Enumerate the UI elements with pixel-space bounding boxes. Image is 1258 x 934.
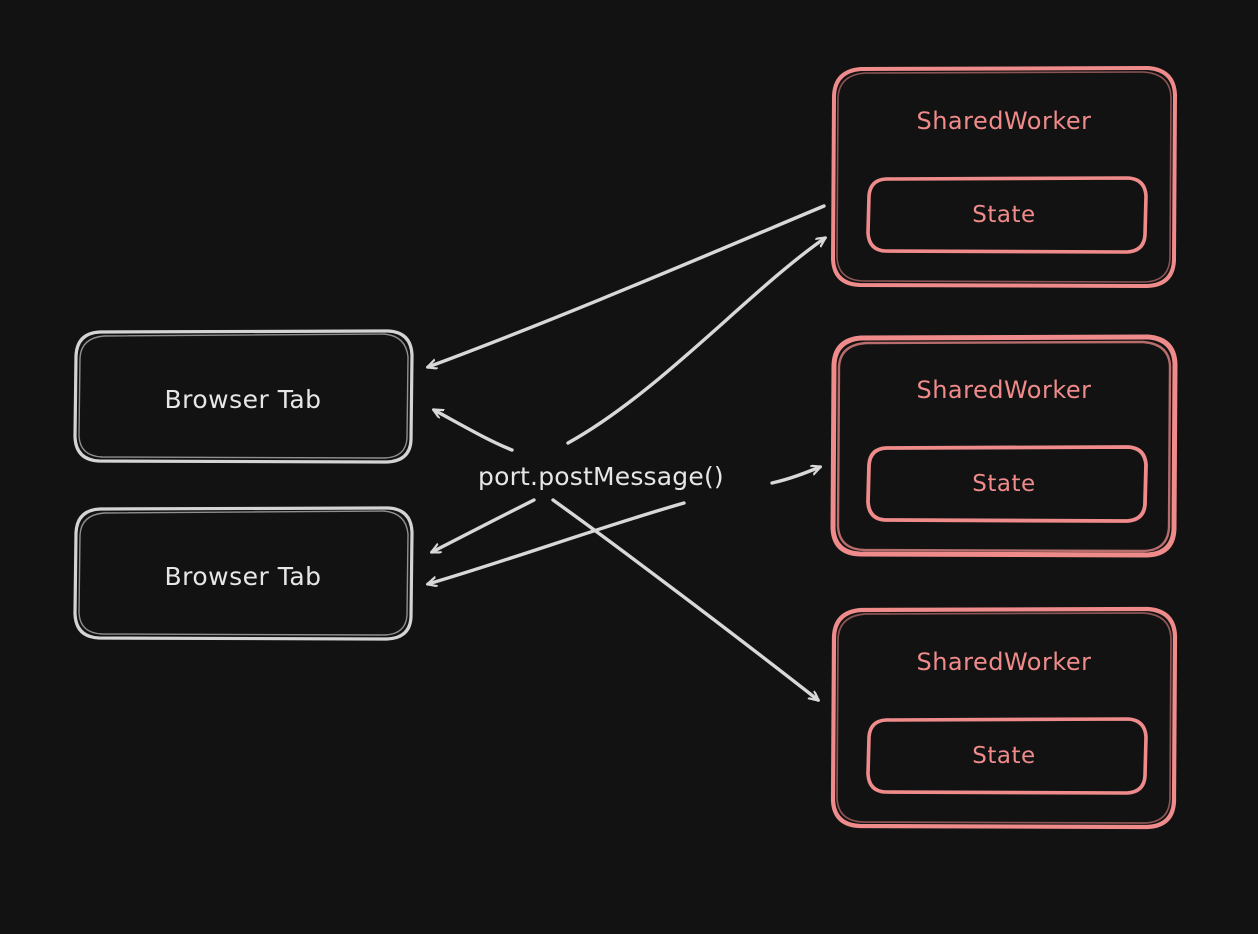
shared-worker-3[interactable]: SharedWorker State	[833, 609, 1175, 828]
shared-worker-3-label: SharedWorker	[916, 648, 1092, 676]
shared-worker-1-outline	[830, 65, 1178, 289]
browser-tab-1-outline	[73, 329, 414, 464]
shared-worker-3-outline	[830, 606, 1178, 830]
edge-hub-to-tab1	[434, 408, 514, 452]
edge-hub-to-worker1	[566, 236, 825, 445]
edge-hub-to-worker2	[770, 467, 820, 485]
shared-worker-2[interactable]: SharedWorker State	[833, 337, 1175, 556]
edge-hub-to-tab2-upper	[432, 498, 536, 554]
shared-worker-1[interactable]: SharedWorker State	[833, 68, 1175, 287]
shared-worker-3-state-label: State	[972, 743, 1036, 769]
edge-worker3-to-tab2	[428, 501, 686, 584]
browser-tab-1[interactable]: Browser Tab	[74, 331, 412, 463]
browser-tab-2-outline	[73, 506, 414, 641]
shared-worker-1-state-label: State	[972, 202, 1036, 228]
shared-worker-2-label: SharedWorker	[916, 376, 1092, 404]
shared-worker-2-state-label: State	[972, 471, 1036, 497]
edge-hub-to-worker3	[551, 498, 818, 700]
browser-tab-1-label: Browser Tab	[164, 385, 322, 414]
shared-worker-1-label: SharedWorker	[916, 107, 1092, 135]
port-post-message-label: port.postMessage()	[478, 462, 724, 491]
browser-tab-2-label: Browser Tab	[164, 562, 322, 591]
browser-tab-2[interactable]: Browser Tab	[74, 508, 412, 640]
edge-worker1-to-tab1	[428, 204, 826, 367]
shared-worker-2-outline	[830, 334, 1178, 558]
